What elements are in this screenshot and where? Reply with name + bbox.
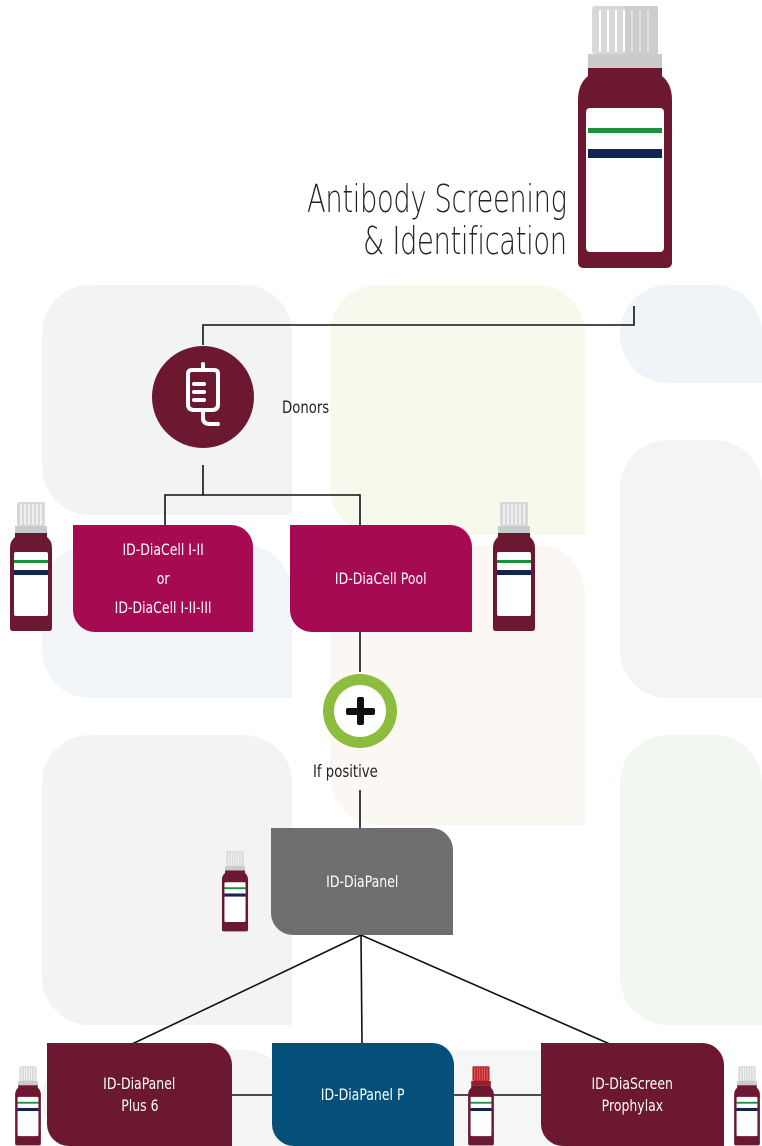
node-plus6-line-2: Plus 6 <box>120 1095 159 1115</box>
node-diascreen-line-2: Prophylax <box>601 1095 664 1115</box>
background-tile <box>620 440 762 698</box>
plus-icon <box>323 674 397 748</box>
node-diacell-i-ii[interactable]: ID-DiaCell I-II or ID-DiaCell I-II-III <box>73 525 253 632</box>
small-vial-icon <box>10 502 52 631</box>
node-diapanel[interactable]: ID-DiaPanel <box>271 828 453 935</box>
node-diacell-pool-label: ID-DiaCell Pool <box>335 569 427 588</box>
node-diascreen-line-1: ID-DiaScreen <box>591 1073 674 1093</box>
node-diapanel-p-label: ID-DiaPanel P <box>321 1085 405 1104</box>
node-diacell-line-2: ID-DiaCell I-II-III <box>114 598 212 617</box>
node-diapanel-p[interactable]: ID-DiaPanel P <box>272 1043 454 1146</box>
small-vial-red-cap-icon <box>468 1066 494 1146</box>
node-diacell-or: or <box>156 569 170 588</box>
small-vial-icon <box>734 1066 760 1146</box>
node-diacell-pool[interactable]: ID-DiaCell Pool <box>290 525 472 632</box>
iv-bag-icon <box>152 346 254 448</box>
node-diapanel-label: ID-DiaPanel <box>325 872 399 891</box>
if-positive-label: If positive <box>313 762 378 782</box>
large-vial-icon <box>578 6 672 268</box>
node-diascreen-prophylax[interactable]: ID-DiaScreen Prophylax <box>541 1043 724 1146</box>
small-vial-icon <box>493 502 535 631</box>
small-vial-icon <box>15 1066 41 1146</box>
node-plus6-line-1: ID-DiaPanel <box>103 1073 176 1093</box>
donors-label: Donors <box>282 398 330 418</box>
background-tile <box>620 285 762 383</box>
node-diapanel-plus-6[interactable]: ID-DiaPanel Plus 6 <box>47 1043 232 1146</box>
background-tile <box>42 735 292 1025</box>
background-tile <box>330 285 585 535</box>
background-tile <box>620 735 762 1025</box>
diagram-title: Antibody Screening & Identification <box>307 178 567 262</box>
node-diacell-line-1: ID-DiaCell I-II <box>122 540 204 559</box>
title-line-2: & Identification <box>363 219 567 263</box>
small-vial-icon <box>221 851 249 932</box>
title-line-1: Antibody Screening <box>307 177 567 221</box>
